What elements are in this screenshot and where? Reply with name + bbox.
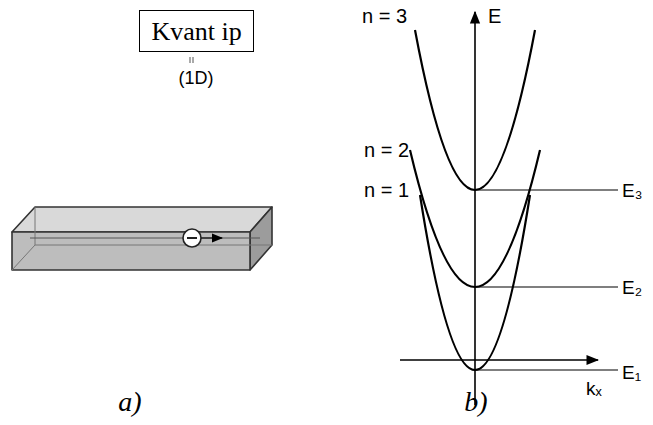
dimension-label: (1D) xyxy=(179,69,214,87)
energy-label: E₁ xyxy=(622,363,641,382)
quantum-wire xyxy=(12,207,272,270)
panel-label: a) xyxy=(118,388,141,416)
band-index: n = 3 xyxy=(362,6,407,26)
electron xyxy=(183,229,222,247)
band-index: n = 1 xyxy=(364,180,409,200)
tick-marks xyxy=(190,57,193,63)
panel-label: b) xyxy=(464,388,487,416)
axes xyxy=(400,12,598,405)
band-index: n = 2 xyxy=(364,140,409,160)
title-box: Kvant ip xyxy=(139,10,254,52)
box-title: Kvant ip xyxy=(152,17,241,47)
energy-label: E₂ xyxy=(622,278,642,297)
axis-label: kₓ xyxy=(586,379,602,398)
energy-label: E₃ xyxy=(622,181,642,200)
subband-parabola xyxy=(410,30,540,370)
axis-label: E xyxy=(488,6,501,26)
